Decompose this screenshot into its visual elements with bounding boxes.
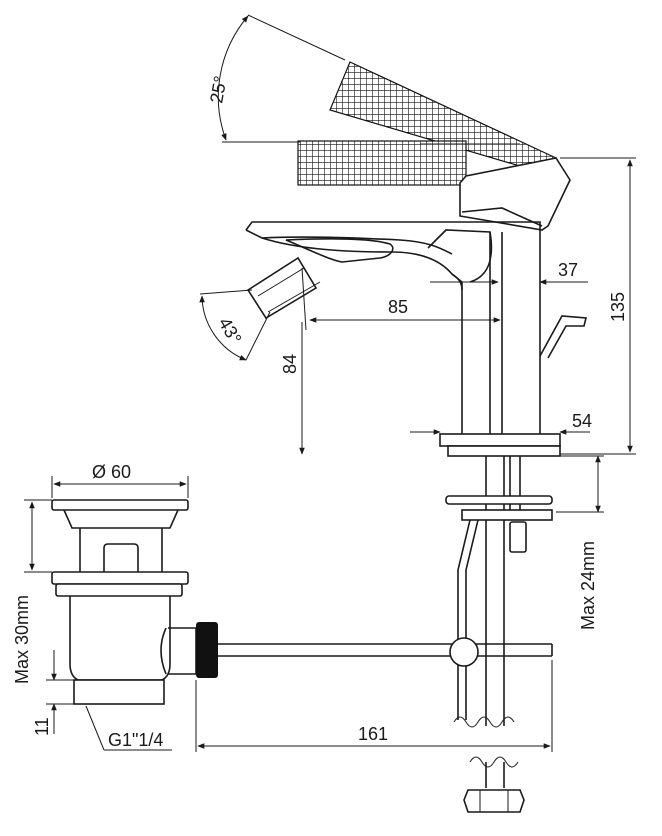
waste-diameter-dimension: Ø 60 <box>51 462 189 498</box>
height-total-label: 135 <box>608 292 628 322</box>
angle-spout-label: 43° <box>215 314 246 348</box>
spout-offset-dimension: 37 <box>430 260 588 285</box>
thread-height-dimension: 11 <box>32 650 74 736</box>
spout-reach-dimension: 85 <box>301 267 501 331</box>
height-total-dimension: 135 <box>560 157 636 455</box>
angle-lever-dimension: 25° <box>206 14 346 143</box>
mixer-body <box>245 221 588 457</box>
waste-max-label: Max 30mm <box>12 595 32 684</box>
thread-size-callout: G1"1/4 <box>85 705 172 751</box>
lever-handle <box>459 157 571 231</box>
lever-horizontal <box>297 140 520 186</box>
spout-reach-label: 85 <box>388 297 408 317</box>
thread-height-label: 11 <box>32 717 52 736</box>
rod-length-dimension: 161 <box>195 660 553 752</box>
angle-lever-label: 25° <box>206 74 230 104</box>
thread-size-label: G1"1/4 <box>108 730 163 750</box>
waste-assembly <box>51 499 553 705</box>
base-width-dimension: 54 <box>410 411 592 435</box>
base-width-label: 54 <box>572 411 592 431</box>
deck-max-dimension: Max 24mm <box>556 455 604 630</box>
rod-length-label: 161 <box>358 724 388 744</box>
fixing-assembly <box>445 456 553 813</box>
height-spout-label: 84 <box>280 354 300 374</box>
height-spout-dimension: 84 <box>280 322 305 455</box>
waste-diameter-label: Ø 60 <box>92 462 131 482</box>
deck-max-label: Max 24mm <box>578 541 598 630</box>
spout-offset-label: 37 <box>558 260 578 280</box>
waste-max-dimension: Max 30mm <box>12 499 52 684</box>
